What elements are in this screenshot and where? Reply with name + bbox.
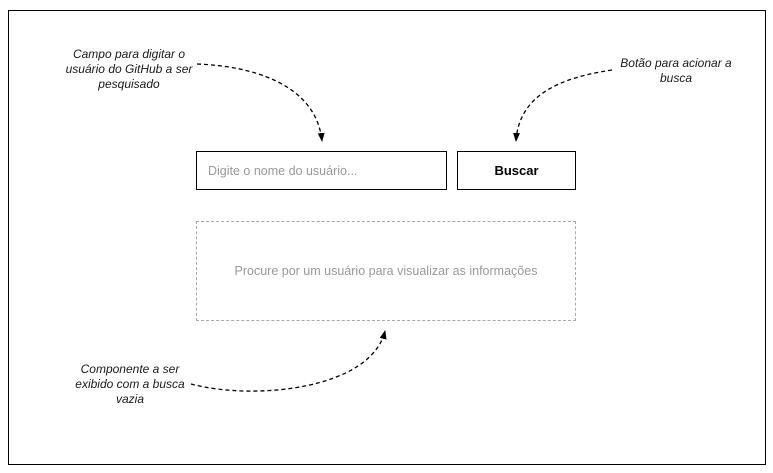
- empty-state-message: Procure por um usuário para visualizar a…: [234, 264, 538, 278]
- annotation-search-button: Botão para acionar a busca: [620, 56, 732, 85]
- page-frame: [8, 10, 766, 465]
- search-button[interactable]: Buscar: [457, 151, 576, 190]
- annotation-empty-state: Componente a ser exibido com a busca vaz…: [75, 362, 185, 406]
- annotation-search-field: Campo para digitar o usuário do GitHub a…: [65, 47, 193, 91]
- username-input[interactable]: [196, 151, 447, 190]
- empty-state-box: Procure por um usuário para visualizar a…: [196, 221, 576, 321]
